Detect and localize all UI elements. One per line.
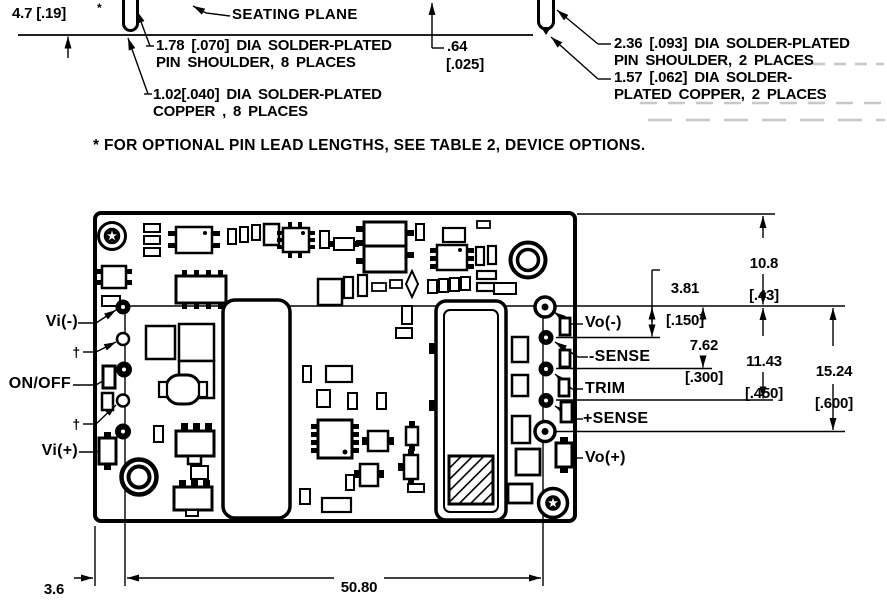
seating-plane-label: SEATING PLANE xyxy=(232,6,358,23)
ic-dual-top-center xyxy=(356,220,414,274)
ic-soic16 xyxy=(174,270,228,309)
vo-plus-pad xyxy=(554,437,574,473)
cap-center-right-2 xyxy=(398,449,420,485)
pin-label-vo-plus: Vo(+) xyxy=(585,449,626,466)
pin-dagger-1 xyxy=(115,331,131,347)
ic-qfn xyxy=(277,222,315,258)
ic-soic8-top-right xyxy=(430,243,474,272)
mounting-hole-bottom-right xyxy=(536,486,570,520)
ic-top-left xyxy=(168,225,220,255)
pcb-components xyxy=(96,220,574,522)
cap-left-mid xyxy=(96,264,132,290)
callout-copper-left: 1.02[.040] DIA SOLDER-PLATED COPPER , 8 … xyxy=(153,86,382,120)
transformer-block xyxy=(221,298,292,520)
dim-10-8: 10.8 [.43] xyxy=(749,255,779,304)
callout-shoulder-left: 1.78 [.070] DIA SOLDER-PLATED PIN SHOULD… xyxy=(156,37,392,71)
pin-label-trim: TRIM xyxy=(585,380,626,397)
dim-pin-length: 4.7 [.19] xyxy=(12,5,67,22)
pin-label-vo-minus: Vo(-) xyxy=(585,314,622,331)
sot23-1 xyxy=(362,429,394,453)
pin-label-plus-sense: +SENSE xyxy=(583,410,649,427)
dim-standoff-mm: .64 xyxy=(447,38,468,55)
leader-seating-plane xyxy=(192,5,231,17)
dim-pin-length-star: * xyxy=(97,1,102,15)
leader-copper-left xyxy=(127,37,149,95)
leader-shoulder-right xyxy=(556,9,599,45)
mounting-hole-top-left xyxy=(97,221,127,251)
mounting-hole-top-right xyxy=(508,240,548,280)
leader-copper-right xyxy=(550,36,599,80)
dim-15-24: 15.24 [.600] xyxy=(815,363,853,412)
pin-right-tip xyxy=(541,27,551,35)
output-module-block xyxy=(429,299,508,522)
cap-center-right-1 xyxy=(404,421,420,451)
scan-artifacts xyxy=(640,62,885,122)
pin-left xyxy=(122,0,139,32)
electrolytic-cap xyxy=(157,373,209,406)
pcb-pins xyxy=(115,295,557,444)
hatched-label xyxy=(447,454,495,506)
dim-7-62: 7.62 [.300] xyxy=(685,337,723,386)
dim-3-6: 3.6 [.14] xyxy=(43,581,65,598)
leader-shoulder-left xyxy=(136,10,151,47)
transistor-1 xyxy=(174,423,216,466)
pin-side-view xyxy=(18,0,611,95)
dimension-lines xyxy=(74,216,837,582)
pin-label-on-off: ON/OFF xyxy=(8,375,71,392)
sot23-2 xyxy=(354,462,384,488)
dim-11-43: 11.43 [.450] xyxy=(745,353,783,402)
pin-label-dagger-1: † xyxy=(72,344,80,360)
pin-label-minus-sense: -SENSE xyxy=(589,348,651,365)
footnote: * FOR OPTIONAL PIN LEAD LENGTHS, SEE TAB… xyxy=(93,137,646,154)
pin-right xyxy=(537,0,555,31)
vi-plus-pad xyxy=(97,432,118,470)
mounting-hole-bottom-left xyxy=(119,457,159,497)
callout-shoulder-right: 2.36 [.093] DIA SOLDER-PLATED PIN SHOULD… xyxy=(614,35,850,69)
dim-standoff-in: [.025] xyxy=(446,56,484,73)
pin-label-vi-minus: Vi(-) xyxy=(45,313,78,330)
pin-label-vi-plus: Vi(+) xyxy=(41,442,78,459)
pin-label-dagger-2: † xyxy=(72,416,80,432)
dim-3-81: 3.81 [.150] xyxy=(666,280,704,329)
callout-copper-right: 1.57 [.062] DIA SOLDER- PLATED COPPER, 2… xyxy=(614,69,827,103)
transistor-2 xyxy=(172,480,214,517)
dim-50-80: 50.80 [2.000] xyxy=(336,579,382,613)
pin-dagger-2 xyxy=(115,393,131,408)
ic-soic8-center xyxy=(311,418,359,460)
